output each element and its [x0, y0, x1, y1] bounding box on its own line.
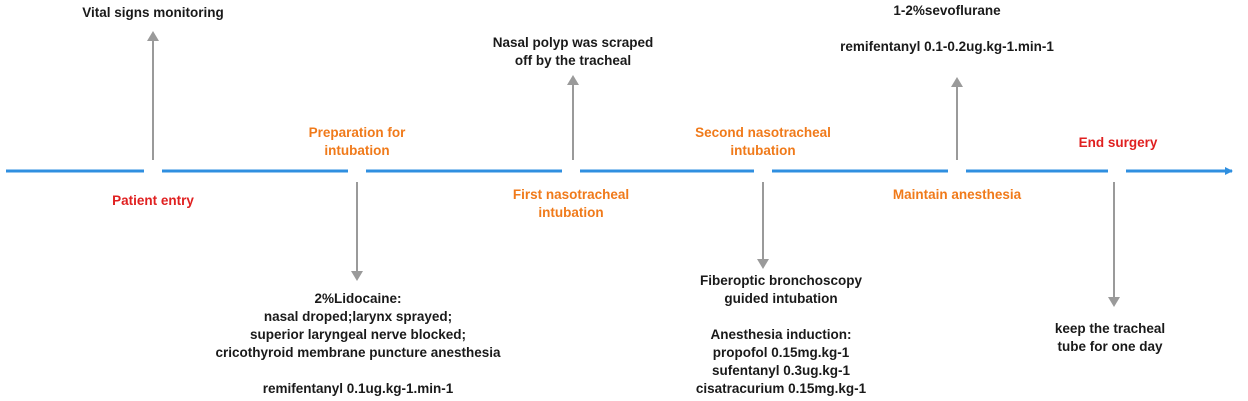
stage-label-preparation-line: Preparation for [308, 125, 406, 140]
note-fiberoptic-induction-line: Fiberoptic bronchoscopy [699, 273, 863, 288]
note-keep-tube-line: tube for one day [1057, 339, 1163, 354]
note-fiberoptic-induction-line: guided intubation [724, 291, 838, 306]
stage-label-first-intubation-line: First nasotracheal [512, 187, 630, 202]
stage-label-first-intubation-line: intubation [538, 205, 604, 220]
note-fiberoptic-induction-line: Anesthesia induction: [710, 327, 852, 342]
note-lidocaine-line: remifentanyl 0.1ug.kg-1.min-1 [262, 381, 454, 396]
note-nasal-polyp: Nasal polyp was scraped off by the trache… [493, 34, 654, 70]
note-lidocaine-line: superior laryngeal nerve blocked; [249, 327, 467, 342]
stage-label-second-intubation: Second nasotracheal intubation [695, 124, 831, 160]
note-vital-signs-line: Vital signs monitoring [82, 5, 224, 20]
stage-label-first-intubation: First nasotracheal intubation [513, 186, 629, 222]
stage-label-patient-entry-line: Patient entry [112, 193, 194, 208]
note-lidocaine: 2%Lidocaine: nasal droped;larynx sprayed;… [215, 290, 500, 398]
note-fiberoptic-induction-line: sufentanyl 0.3ug.kg-1 [711, 363, 851, 378]
stage-label-second-intubation-line: Second nasotracheal [695, 125, 831, 140]
stage-label-preparation-line: intubation [324, 143, 390, 158]
stage-label-maintain-anesthesia: Maintain anesthesia [893, 186, 1021, 204]
note-lidocaine-line: nasal droped;larynx sprayed; [263, 309, 453, 324]
stage-label-preparation: Preparation for intubation [309, 124, 406, 160]
note-sevoflurane-remifentanyl-line: remifentanyl 0.1-0.2ug.kg-1.min-1 [840, 39, 1054, 54]
note-fiberoptic-induction-spacer [696, 308, 866, 326]
note-lidocaine-line: cricothyroid membrane puncture anesthesi… [215, 345, 501, 360]
note-sevoflurane-remifentanyl: 1-2%sevoflurane remifentanyl 0.1-0.2ug.kg… [840, 2, 1054, 56]
note-lidocaine-spacer [215, 362, 500, 380]
note-nasal-polyp-line: Nasal polyp was scraped [492, 35, 654, 50]
stage-label-patient-entry: Patient entry [112, 192, 194, 210]
note-sevoflurane-remifentanyl-line: 1-2%sevoflurane [893, 3, 1001, 18]
note-fiberoptic-induction: Fiberoptic bronchoscopy guided intubation… [696, 272, 866, 398]
event-arrows [147, 31, 1120, 307]
stage-label-end-surgery-line: End surgery [1078, 135, 1158, 150]
note-fiberoptic-induction-line: propofol 0.15mg.kg-1 [712, 345, 850, 360]
stage-label-maintain-anesthesia-line: Maintain anesthesia [892, 187, 1022, 202]
note-nasal-polyp-line: off by the tracheal [514, 53, 632, 68]
stage-label-second-intubation-line: intubation [730, 143, 796, 158]
note-vital-signs: Vital signs monitoring [82, 4, 224, 22]
note-keep-tube: keep the tracheal tube for one day [1055, 320, 1165, 356]
stage-label-end-surgery: End surgery [1079, 134, 1158, 152]
note-keep-tube-line: keep the tracheal [1054, 321, 1166, 336]
note-sevoflurane-remifentanyl-spacer [840, 20, 1054, 38]
note-lidocaine-line: 2%Lidocaine: [314, 291, 402, 306]
note-fiberoptic-induction-line: cisatracurium 0.15mg.kg-1 [695, 381, 867, 396]
